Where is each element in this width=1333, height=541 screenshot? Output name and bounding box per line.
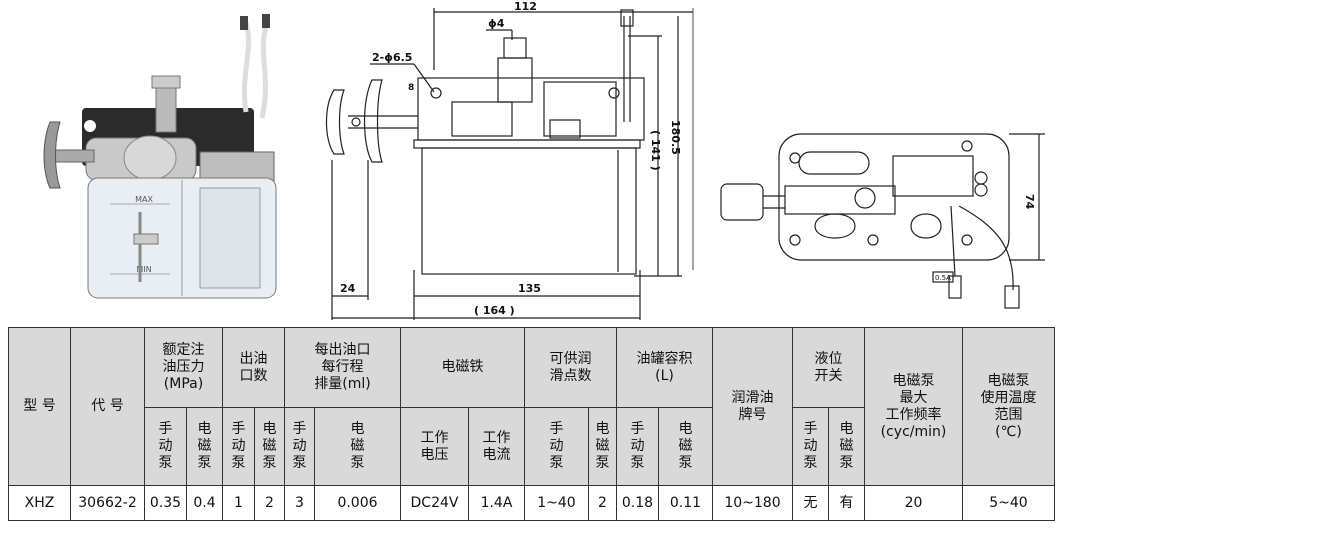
header-code: 代 号 [70, 327, 145, 486]
sub-electric: 电 磁 泵 [588, 407, 617, 486]
cell-points-electric: 2 [588, 485, 617, 521]
cell-voltage: DC24V [400, 485, 469, 521]
cell-code: 30662-2 [70, 485, 145, 521]
dim-141: ( 141 ) [649, 130, 662, 171]
dim-112: 112 [514, 0, 537, 13]
header-points: 可供润 滑点数 [524, 327, 617, 408]
header-pressure: 额定注 油压力 (MPa) [144, 327, 223, 408]
cell-outlets-electric: 2 [254, 485, 285, 521]
header-outlets: 出油 口数 [222, 327, 285, 408]
sub-electric: 电 磁 泵 [186, 407, 223, 486]
cell-current: 1.4A [468, 485, 525, 521]
header-freq: 电磁泵 最大 工作频率 (cyc/min) [864, 327, 963, 486]
cell-tank-electric: 0.11 [658, 485, 713, 521]
switch-tag: 0.5A [935, 274, 951, 282]
cell-freq: 20 [864, 485, 963, 521]
cell-tank-manual: 0.18 [616, 485, 659, 521]
sub-electric: 电 磁 泵 [314, 407, 401, 486]
sub-electric: 电 磁 泵 [658, 407, 713, 486]
tank-max-label: MAX [135, 195, 153, 204]
cell-pressure-electric: 0.4 [186, 485, 223, 521]
sub-manual: 手 动 泵 [222, 407, 255, 486]
dim-8: 8 [408, 83, 414, 93]
dim-74: 74 [1023, 194, 1036, 210]
dim-164: ( 164 ) [474, 304, 515, 317]
cell-level-electric: 有 [828, 485, 865, 521]
spec-table: 型 号 代 号 额定注 油压力 (MPa) 出油 口数 每出油口 每行程 排量(… [8, 327, 1055, 521]
front-view-drawing: 112 ϕ4 2-ϕ6.5 8 24 135 ( 164 ) ( 141 ) 1… [325, 0, 694, 320]
sub-voltage: 工作 电压 [400, 407, 469, 486]
dim-135: 135 [518, 282, 541, 295]
cell-model: XHZ [8, 485, 71, 521]
cell-temp: 5~40 [962, 485, 1055, 521]
header-temp: 电磁泵 使用温度 范围 (℃) [962, 327, 1055, 486]
sub-electric: 电 磁 泵 [828, 407, 865, 486]
dim-2-phi6-5: 2-ϕ6.5 [372, 51, 412, 64]
sub-electric: 电 磁 泵 [254, 407, 285, 486]
cell-oil: 10~180 [712, 485, 793, 521]
sub-manual: 手 动 泵 [284, 407, 315, 486]
sub-manual: 手 动 泵 [616, 407, 659, 486]
side-view-drawing: 0.5A 74 [720, 133, 1045, 309]
product-photo: MAX MIN [43, 14, 277, 299]
cell-stroke-manual: 3 [284, 485, 315, 521]
cell-pressure-manual: 0.35 [144, 485, 187, 521]
header-oil: 润滑油 牌号 [712, 327, 793, 486]
cell-level-manual: 无 [792, 485, 829, 521]
dim-180-5: 180.5 [669, 120, 682, 155]
header-model: 型 号 [8, 327, 71, 486]
tank-min-label: MIN [136, 265, 151, 274]
header-level: 液位 开关 [792, 327, 865, 408]
cell-points-manual: 1~40 [524, 485, 589, 521]
sub-manual: 手 动 泵 [792, 407, 829, 486]
sub-current: 工作 电流 [468, 407, 525, 486]
sub-manual: 手 动 泵 [144, 407, 187, 486]
header-solenoid: 电磁铁 [400, 327, 525, 408]
dim-24: 24 [340, 282, 356, 295]
header-stroke: 每出油口 每行程 排量(ml) [284, 327, 401, 408]
table-row: XHZ 30662-2 0.35 0.4 1 2 3 0.006 DC24V 1… [8, 485, 1055, 521]
cell-stroke-electric: 0.006 [314, 485, 401, 521]
header-tank: 油罐容积 (L) [616, 327, 713, 408]
dim-phi4: ϕ4 [488, 17, 505, 30]
cell-outlets-manual: 1 [222, 485, 255, 521]
sub-manual: 手 动 泵 [524, 407, 589, 486]
